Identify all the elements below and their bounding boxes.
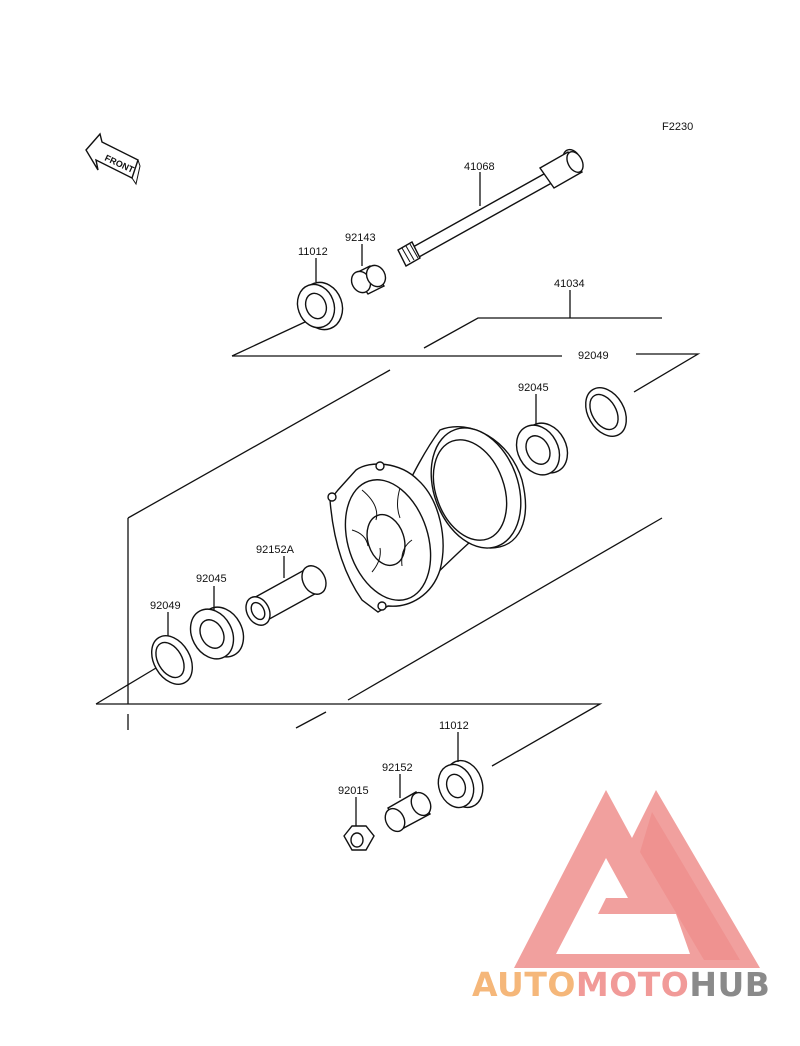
collar-92143 — [350, 264, 387, 295]
collar-11012-top — [296, 281, 344, 331]
label-spacer: 92152A — [256, 544, 295, 556]
front-arrow-icon: FRONT — [85, 132, 141, 186]
seal-92049-right — [585, 387, 627, 437]
label-collar-bottom: 11012 — [439, 720, 469, 732]
label-nut: 92015 — [338, 785, 369, 797]
seal-92049-left — [151, 635, 193, 685]
label-bearing-right: 92045 — [518, 382, 549, 394]
label-bearing-left: 92045 — [196, 573, 227, 585]
label-collar-top: 11012 — [298, 246, 328, 258]
spacer-92152A — [245, 565, 327, 626]
label-collar-top-small: 92143 — [345, 232, 376, 244]
logo-moto: MOTO — [576, 965, 689, 1004]
label-collar-bottom-small: 92152 — [382, 762, 413, 774]
collar-92152 — [384, 791, 432, 833]
collar-11012-bottom — [437, 759, 484, 809]
label-axle: 41068 — [464, 161, 495, 173]
axle-shaft — [397, 148, 584, 267]
label-hub: 41034 — [554, 278, 585, 290]
nut-92015 — [343, 825, 375, 851]
bearing-92045-left — [189, 606, 245, 660]
diagram-code: F2230 — [662, 121, 693, 133]
logo-auto: AUTO — [472, 965, 576, 1004]
hub-body — [327, 426, 527, 613]
logo-hub: HUB — [689, 965, 770, 1004]
label-seal-left: 92049 — [150, 600, 181, 612]
label-seal-right: 92049 — [578, 350, 609, 362]
svg-text:AUTOMOTOHUB: AUTOMOTOHUB — [472, 965, 770, 1004]
bearing-92045-right — [515, 422, 569, 476]
automotohub-logo: AUTOMOTOHUB — [472, 790, 770, 1004]
